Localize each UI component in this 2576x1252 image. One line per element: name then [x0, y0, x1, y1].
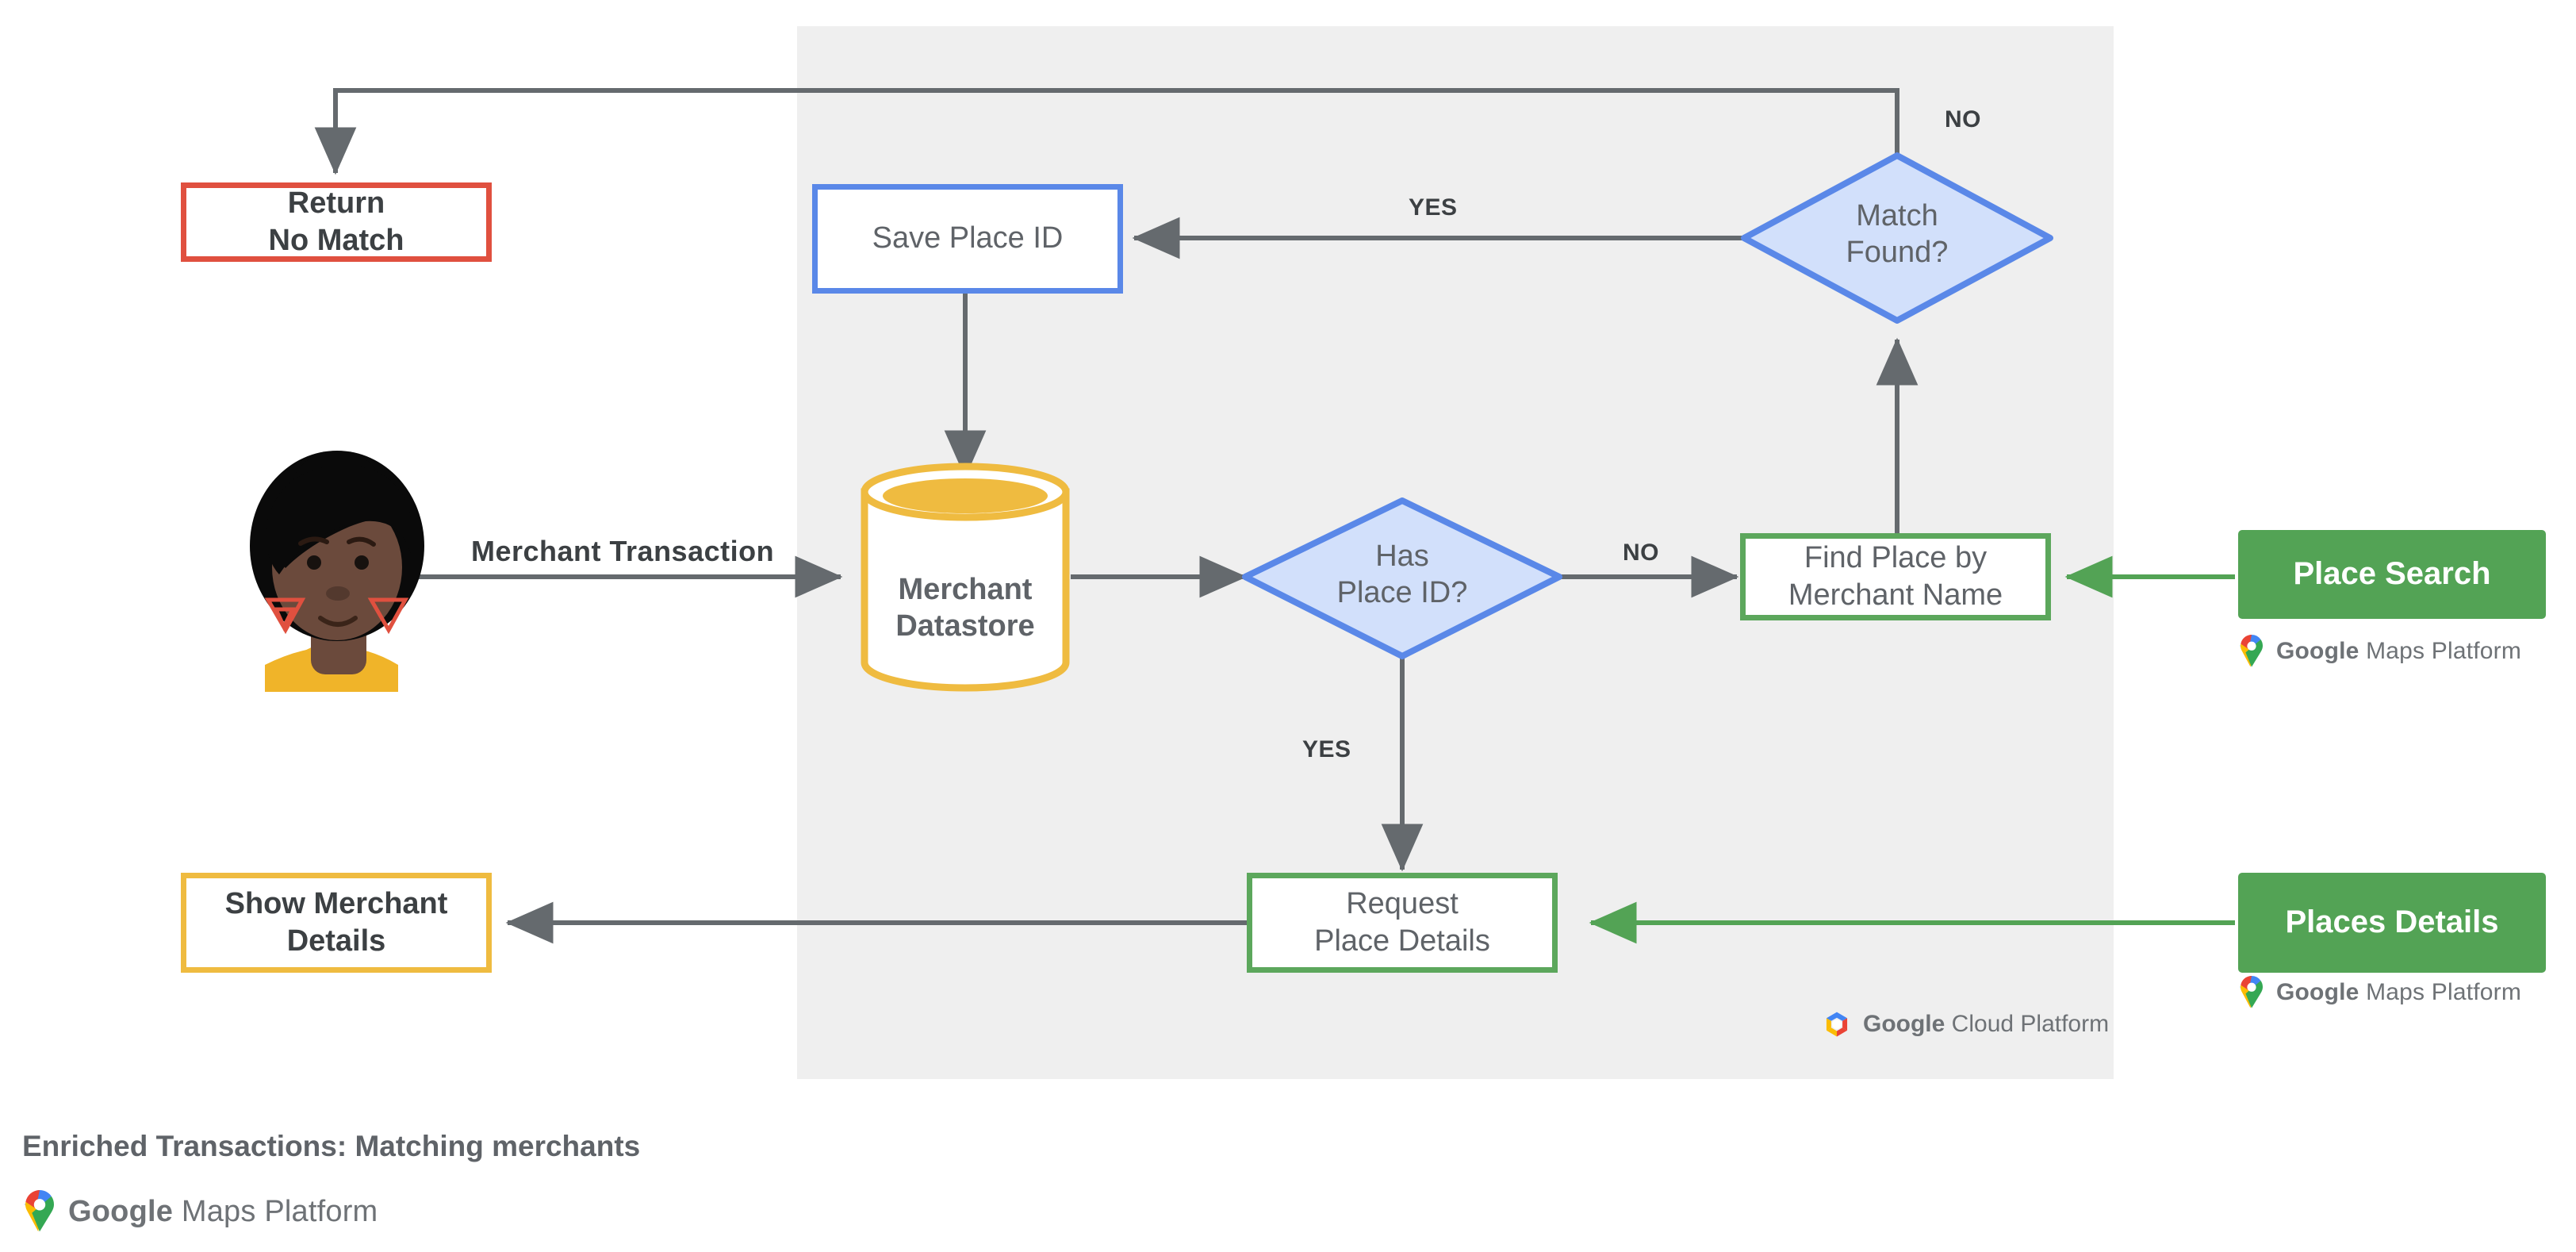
- gcp-logo-text: Google Cloud Platform: [1863, 1011, 2109, 1038]
- gcp-logo: Google Cloud Platform: [1822, 1009, 2109, 1039]
- diagram-caption: Enriched Transactions: Matching merchant…: [22, 1130, 641, 1162]
- edge-label-merchant-transaction: Merchant Transaction: [471, 535, 775, 567]
- show-merchant-details-label: Show Merchant Details: [224, 886, 448, 958]
- has-place-id-label: Has Place ID?: [1336, 540, 1468, 610]
- edge-label-match-no: NO: [1945, 106, 1981, 132]
- places-details-label: Places Details: [2285, 904, 2499, 940]
- maps-platform-logo-google: Google: [2276, 638, 2359, 664]
- merchant-datastore-label: Merchant Datastore: [895, 573, 1035, 643]
- maps-platform-logo-rest: Maps Platform: [2359, 638, 2522, 664]
- edge-label-place-id-no: NO: [1623, 540, 1659, 566]
- gcp-hexagon-icon: [1826, 1012, 1848, 1037]
- edge-match-no-to-return: [314, 88, 1899, 175]
- maps-platform-logo-rest: Maps Platform: [173, 1194, 378, 1228]
- maps-platform-logo-text: Google Maps Platform: [68, 1195, 378, 1229]
- save-place-id-label: Save Place ID: [872, 221, 1064, 255]
- place-search-label: Place Search: [2293, 556, 2491, 592]
- maps-platform-logo-text: Google Maps Platform: [2276, 638, 2521, 665]
- edge-label-place-id-yes: YES: [1302, 736, 1351, 762]
- find-place-by-merchant-name-label: Find Place by Merchant Name: [1788, 540, 2003, 612]
- show-merchant-details-node[interactable]: Show Merchant Details: [181, 873, 492, 973]
- maps-platform-logo-text: Google Maps Platform: [2276, 979, 2521, 1006]
- has-place-id-node[interactable]: Has Place ID?: [1245, 501, 1559, 656]
- merchant-datastore-cylinder-shape: [861, 463, 1070, 692]
- place-search-node[interactable]: Place Search: [2238, 530, 2546, 619]
- merchant-datastore-node[interactable]: Merchant Datastore: [864, 467, 1066, 697]
- maps-platform-logo-google: Google: [68, 1194, 174, 1228]
- maps-pin-icon: [2240, 976, 2263, 1008]
- maps-platform-logo-rest: Maps Platform: [2359, 979, 2522, 1005]
- return-no-match-node[interactable]: Return No Match: [181, 182, 492, 262]
- maps-platform-logo-places-details: Google Maps Platform: [2238, 976, 2521, 1009]
- merchant-customer-avatar: [250, 451, 424, 692]
- maps-platform-logo-footer: Google Maps Platform: [22, 1190, 378, 1233]
- maps-pin-icon: [24, 1190, 54, 1232]
- maps-pin-icon: [2240, 635, 2263, 667]
- maps-platform-logo-place-search: Google Maps Platform: [2238, 635, 2521, 668]
- return-no-match-label: Return No Match: [268, 186, 404, 257]
- gcp-logo-rest: Cloud Platform: [1945, 1011, 2110, 1037]
- find-place-by-merchant-name-node[interactable]: Find Place by Merchant Name: [1740, 533, 2051, 620]
- request-place-details-label: Request Place Details: [1314, 886, 1490, 958]
- gcp-logo-google: Google: [1863, 1011, 1945, 1037]
- match-found-diamond-shape: [1741, 152, 2053, 324]
- maps-platform-logo-google: Google: [2276, 979, 2359, 1005]
- save-place-id-node[interactable]: Save Place ID: [812, 184, 1123, 294]
- match-found-node[interactable]: Match Found?: [1744, 156, 2050, 321]
- request-place-details-node[interactable]: Request Place Details: [1247, 873, 1558, 973]
- edge-label-match-yes: YES: [1409, 194, 1458, 221]
- places-details-node[interactable]: Places Details: [2238, 873, 2546, 973]
- match-found-label: Match Found?: [1846, 199, 1949, 270]
- has-place-id-diamond-shape: [1242, 497, 1562, 659]
